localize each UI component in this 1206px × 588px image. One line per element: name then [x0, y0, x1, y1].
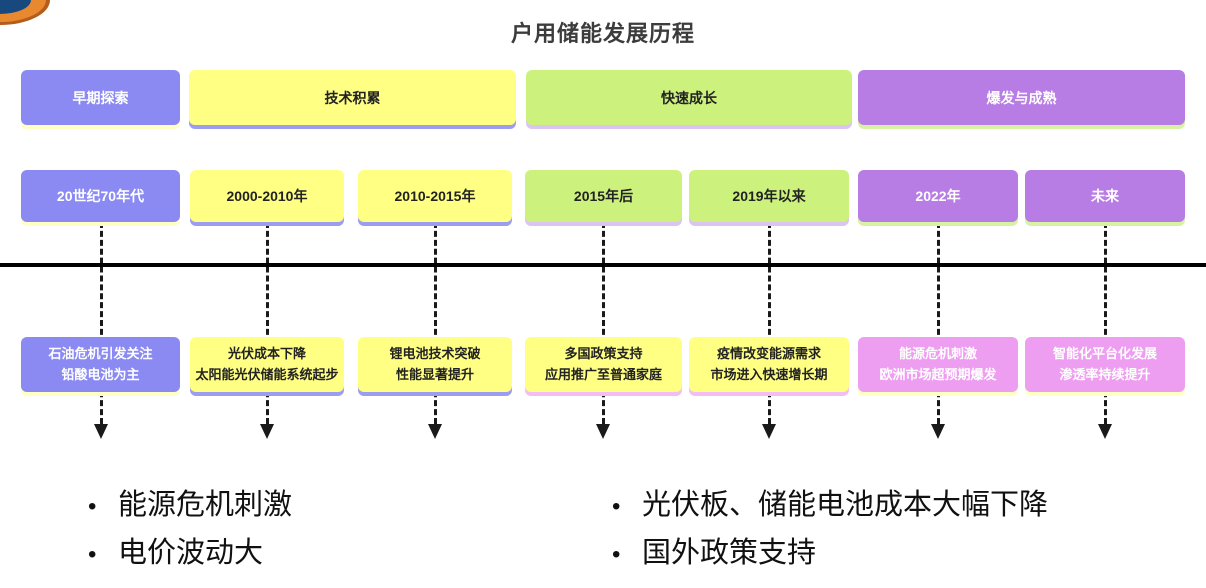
arrowhead-down-icon — [94, 424, 108, 439]
arrowhead-down-icon — [762, 424, 776, 439]
bullet-text: 电价波动大 — [118, 537, 264, 569]
event-line: 铅酸电池为主 — [61, 366, 140, 382]
arrowhead-down-icon — [931, 424, 945, 439]
dashed-line — [99, 222, 103, 424]
list-item: 电价波动大 — [88, 530, 292, 578]
dashed-line — [1103, 222, 1107, 424]
event-line: 智能化平台化发展 — [1052, 346, 1157, 362]
period-box-2010-2015: 2010-2015年 — [358, 170, 512, 222]
timeline-divider — [0, 263, 1206, 267]
period-box-2000-2010: 2000-2010年 — [190, 170, 344, 222]
arrowhead-down-icon — [260, 424, 274, 439]
period-label: 20世纪70年代 — [56, 188, 145, 204]
list-item: 国外政策支持 — [612, 530, 1048, 578]
bullet-list-left: 能源危机刺激 电价波动大 — [88, 482, 292, 578]
event-box-pv-cost-down: 光伏成本下降 太阳能光伏储能系统起步 — [190, 337, 344, 392]
phase-label: 早期探索 — [72, 89, 129, 106]
bullet-icon — [88, 482, 118, 530]
phase-box-boom-maturity: 爆发与成熟 — [858, 70, 1185, 125]
event-line: 太阳能光伏储能系统起步 — [195, 366, 339, 382]
dashed-line — [601, 222, 605, 424]
event-box-policy-support: 多国政策支持 应用推广至普通家庭 — [525, 337, 682, 392]
event-box-pandemic-demand: 疫情改变能源需求 市场进入快速增长期 — [689, 337, 849, 392]
arrowhead-down-icon — [596, 424, 610, 439]
bullet-text: 国外政策支持 — [642, 537, 817, 569]
phase-label: 技术积累 — [324, 89, 381, 106]
list-item: 光伏板、储能电池成本大幅下降 — [612, 482, 1048, 530]
dashed-line — [265, 222, 269, 424]
event-line: 光伏成本下降 — [227, 346, 306, 362]
event-box-energy-crisis-europe: 能源危机刺激 欧洲市场超预期爆发 — [858, 337, 1018, 392]
event-box-oil-crisis: 石油危机引发关注 铅酸电池为主 — [21, 337, 180, 392]
arrowhead-down-icon — [428, 424, 442, 439]
phase-label: 爆发与成熟 — [986, 89, 1057, 106]
event-line: 疫情改变能源需求 — [716, 346, 821, 362]
period-label: 2022年 — [915, 188, 961, 204]
period-label: 未来 — [1091, 188, 1119, 204]
bullet-icon — [612, 530, 642, 578]
dashed-line — [936, 222, 940, 424]
event-box-li-battery: 锂电池技术突破 性能显著提升 — [358, 337, 512, 392]
phase-label: 快速成长 — [661, 89, 717, 106]
period-label: 2015年后 — [573, 188, 634, 204]
period-box-1970s: 20世纪70年代 — [21, 170, 180, 222]
bullet-icon — [612, 482, 642, 530]
event-line: 市场进入快速增长期 — [710, 366, 828, 382]
brand-logo — [0, 0, 52, 26]
arrowhead-down-icon — [1098, 424, 1112, 439]
page-title: 户用储能发展历程 — [510, 21, 695, 46]
period-label: 2010-2015年 — [394, 188, 476, 204]
period-box-after-2015: 2015年后 — [525, 170, 682, 222]
event-line: 欧洲市场超预期爆发 — [879, 366, 997, 382]
event-box-smart-platform: 智能化平台化发展 渗透率持续提升 — [1025, 337, 1185, 392]
period-label: 2000-2010年 — [226, 188, 308, 204]
period-label: 2019年以来 — [732, 188, 806, 204]
bullet-text: 光伏板、储能电池成本大幅下降 — [642, 489, 1049, 521]
event-line: 锂电池技术突破 — [389, 346, 481, 362]
list-item: 能源危机刺激 — [88, 482, 292, 530]
event-line: 应用推广至普通家庭 — [544, 366, 662, 382]
event-line: 性能显著提升 — [395, 366, 474, 382]
period-box-since-2019: 2019年以来 — [689, 170, 849, 222]
period-box-future: 未来 — [1025, 170, 1185, 222]
phase-box-tech-accumulation: 技术积累 — [189, 70, 516, 125]
dashed-line — [767, 222, 771, 424]
phase-box-early-exploration: 早期探索 — [21, 70, 180, 125]
bullet-text: 能源危机刺激 — [118, 489, 293, 521]
event-line: 能源危机刺激 — [898, 346, 977, 362]
event-line: 多国政策支持 — [564, 346, 643, 362]
event-line: 渗透率持续提升 — [1059, 366, 1151, 382]
event-line: 石油危机引发关注 — [48, 346, 153, 362]
phase-box-rapid-growth: 快速成长 — [526, 70, 852, 125]
bullet-icon — [88, 530, 118, 578]
bullet-list-right: 光伏板、储能电池成本大幅下降 国外政策支持 — [612, 482, 1048, 578]
period-box-2022: 2022年 — [858, 170, 1018, 222]
dashed-line — [433, 222, 437, 424]
